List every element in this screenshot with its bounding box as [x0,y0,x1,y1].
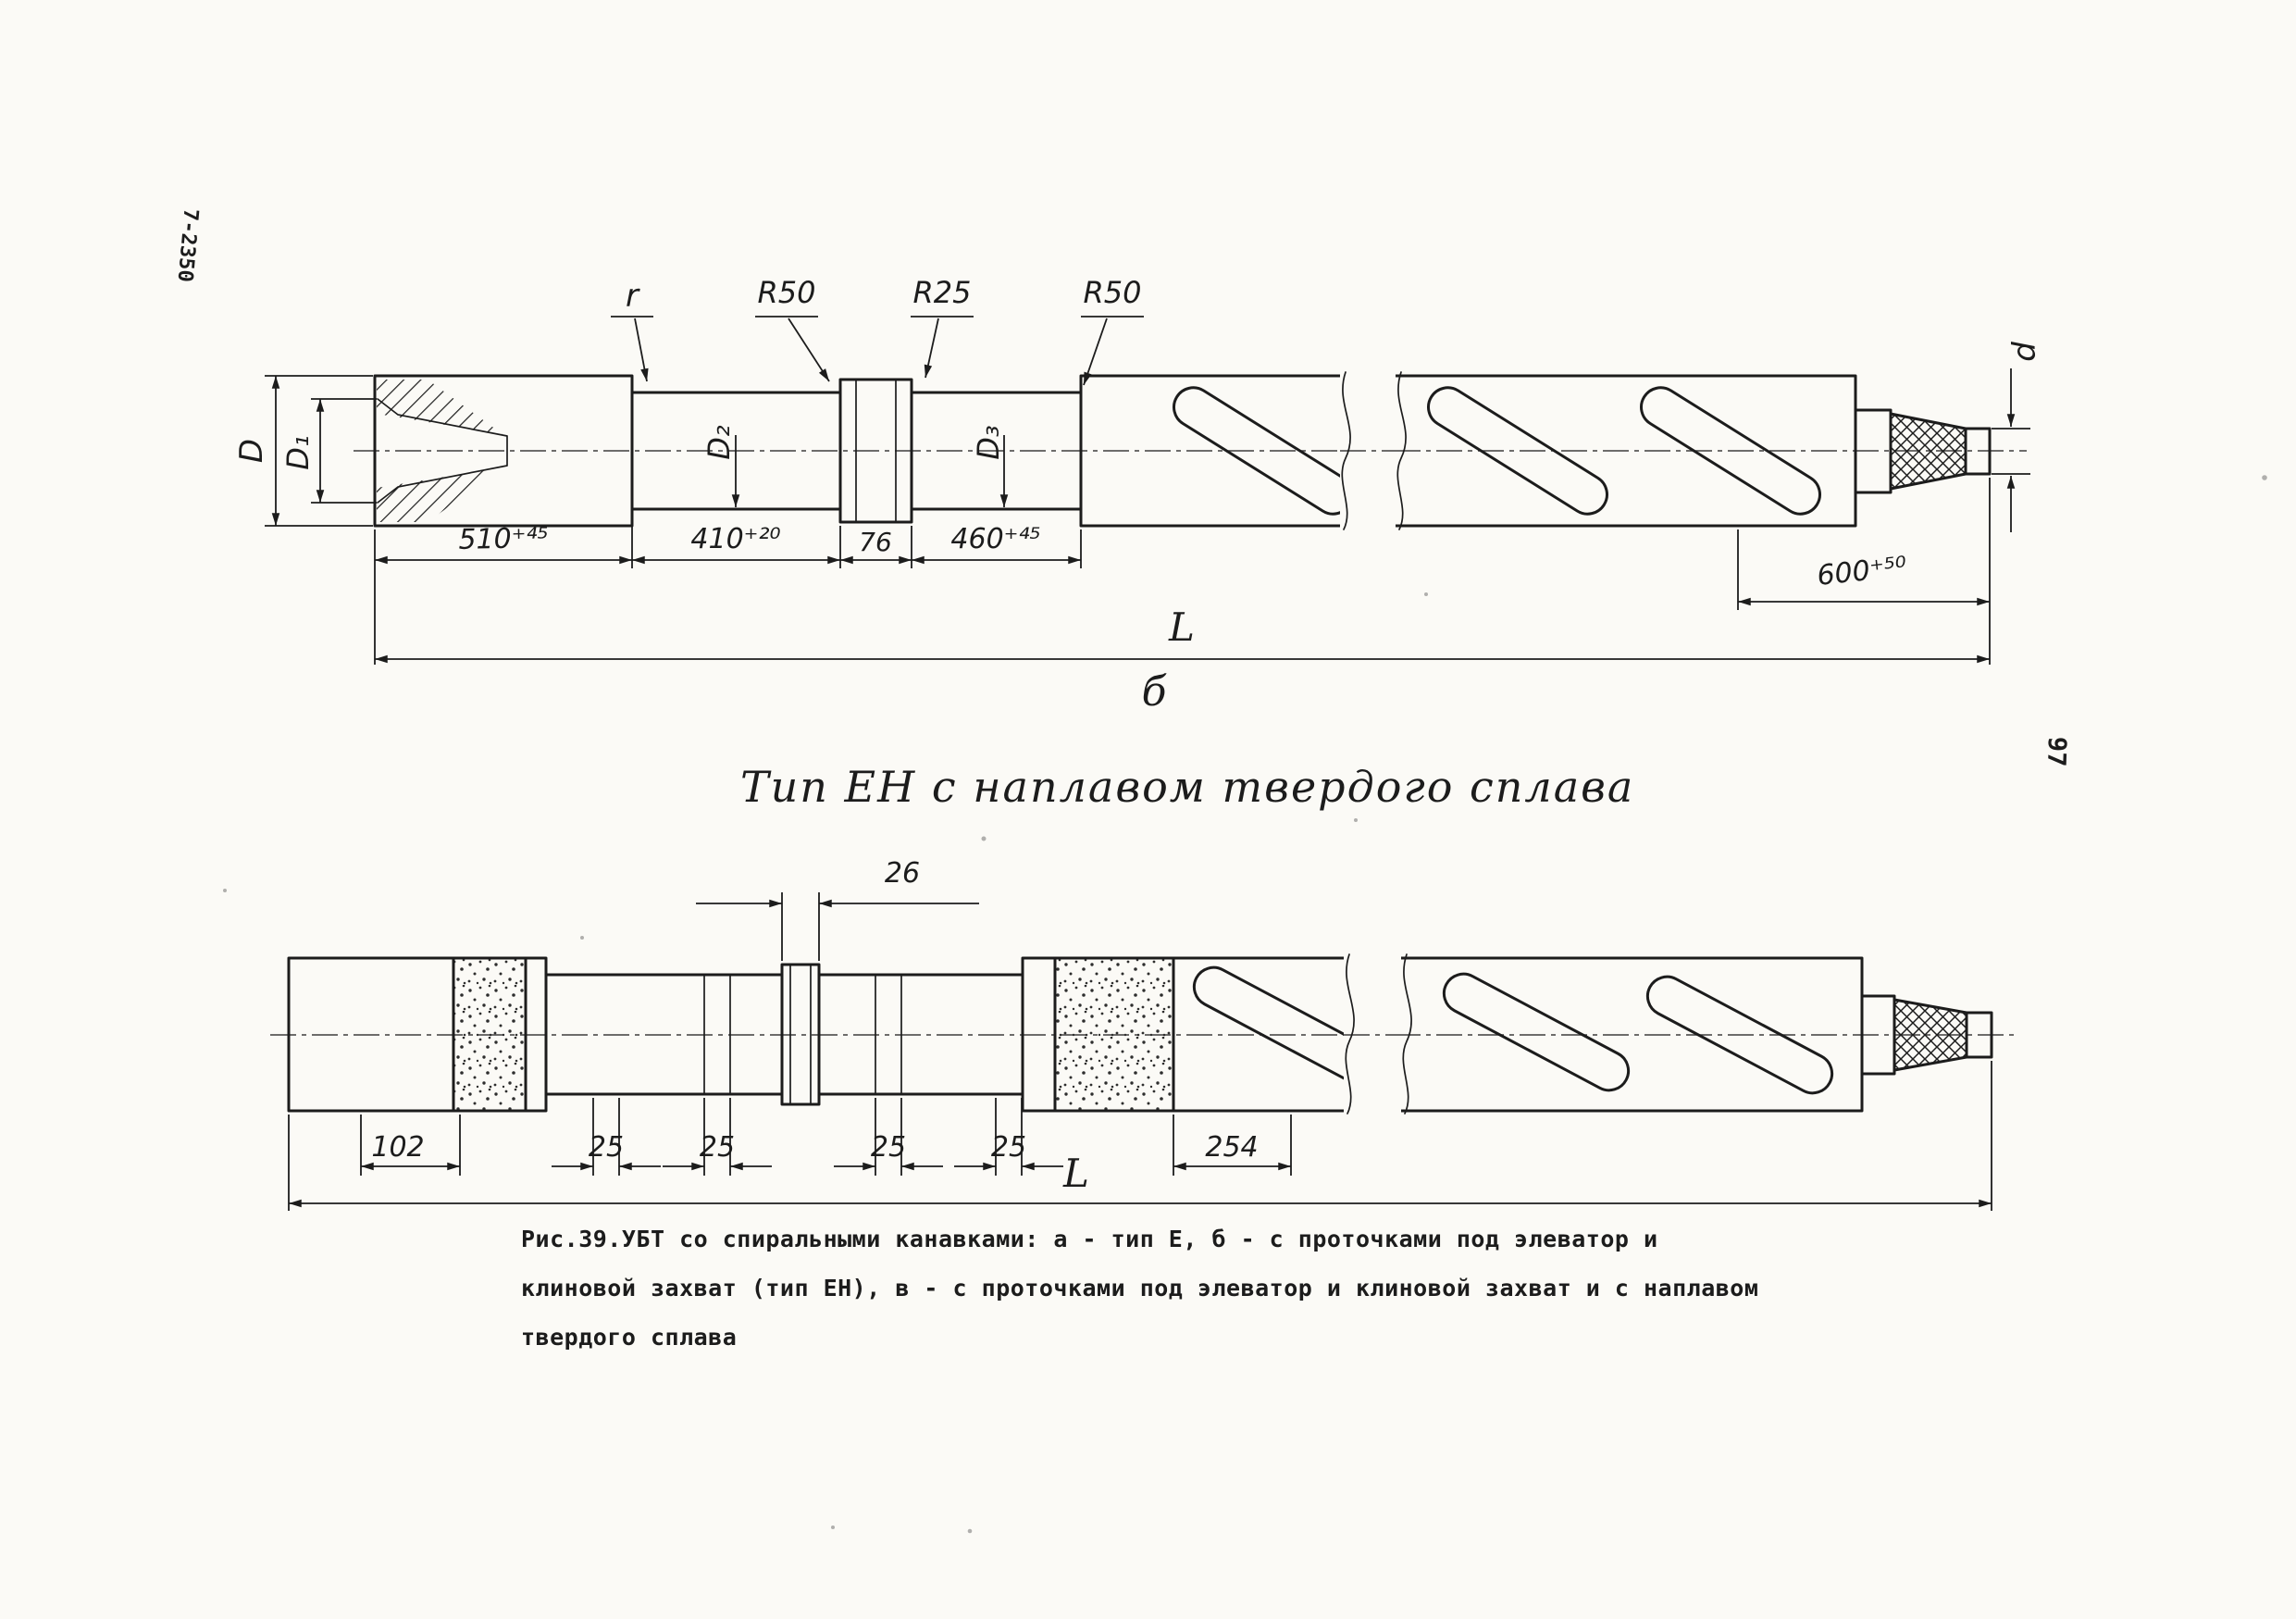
dimension-lines-bottom [288,892,1992,1211]
dim-254-label: 254 [1205,1131,1259,1164]
dim-76-label: 76 [859,527,892,557]
dim-D2-label: D₂ [701,425,737,460]
spiral-grooves-bottom [1192,965,1834,1095]
pin-thread-top [1854,408,1992,494]
pin-thread-bottom [1860,994,1993,1076]
figure-v-title: Тип ЕН с наплавом твердого сплава [740,762,1635,812]
callout-r-label: r [626,278,639,315]
page-number: 97 [2041,736,2072,767]
dim-D1-label: D₁ [280,435,316,470]
break-lines-top [1340,369,1407,532]
hardfacing-band-1 [452,956,527,1113]
groove-ticks [703,974,902,1095]
dim-L-bottom-label: L [1063,1151,1089,1196]
callout-r50-left-label: R50 [757,275,816,310]
dim-25-3-label: 25 [870,1131,907,1164]
dim-510-label: 510⁺⁴⁵ [458,522,549,556]
hardfacing-band-2 [1053,956,1175,1113]
caption-line-2: клиновой захват (тип ЕН), в - с проточка… [521,1275,1759,1301]
dim-D3-label: D₃ [971,425,1006,460]
dim-460-label: 460⁺⁴⁵ [950,523,1041,555]
dim-102-label: 102 [371,1131,425,1164]
dim-L-top-label: L [1169,604,1195,650]
dim-25-1-label: 25 [588,1131,625,1164]
narrow-ring-lines [789,964,812,1105]
dim-25-2-label: 25 [699,1131,736,1164]
caption-line-1: Рис.39.УБТ со спиральными канавками: а -… [521,1226,1658,1252]
break-lines-bottom [1344,952,1412,1118]
scan-specks [223,475,2267,1534]
drawing-b-linework [265,316,2030,665]
callout-r25-label: R25 [912,275,972,310]
figure-b-label: б [1141,668,1167,716]
dim-D-label: D [233,438,270,464]
dim-410-label: 410⁺²⁰ [690,523,781,555]
dim-26-label: 26 [884,857,921,890]
callout-r50-right-label: R50 [1083,275,1142,310]
drawing-v-linework [270,892,2016,1211]
margin-code: 7-2350 [172,207,203,283]
dimension-lines-top [265,368,2030,665]
center-band-lines [855,379,897,523]
dim-25-4-label: 25 [990,1131,1027,1164]
dim-d-label: d [2006,342,2043,362]
callout-leaders-top [611,316,1144,386]
caption-line-3: твердого сплава [521,1324,738,1351]
